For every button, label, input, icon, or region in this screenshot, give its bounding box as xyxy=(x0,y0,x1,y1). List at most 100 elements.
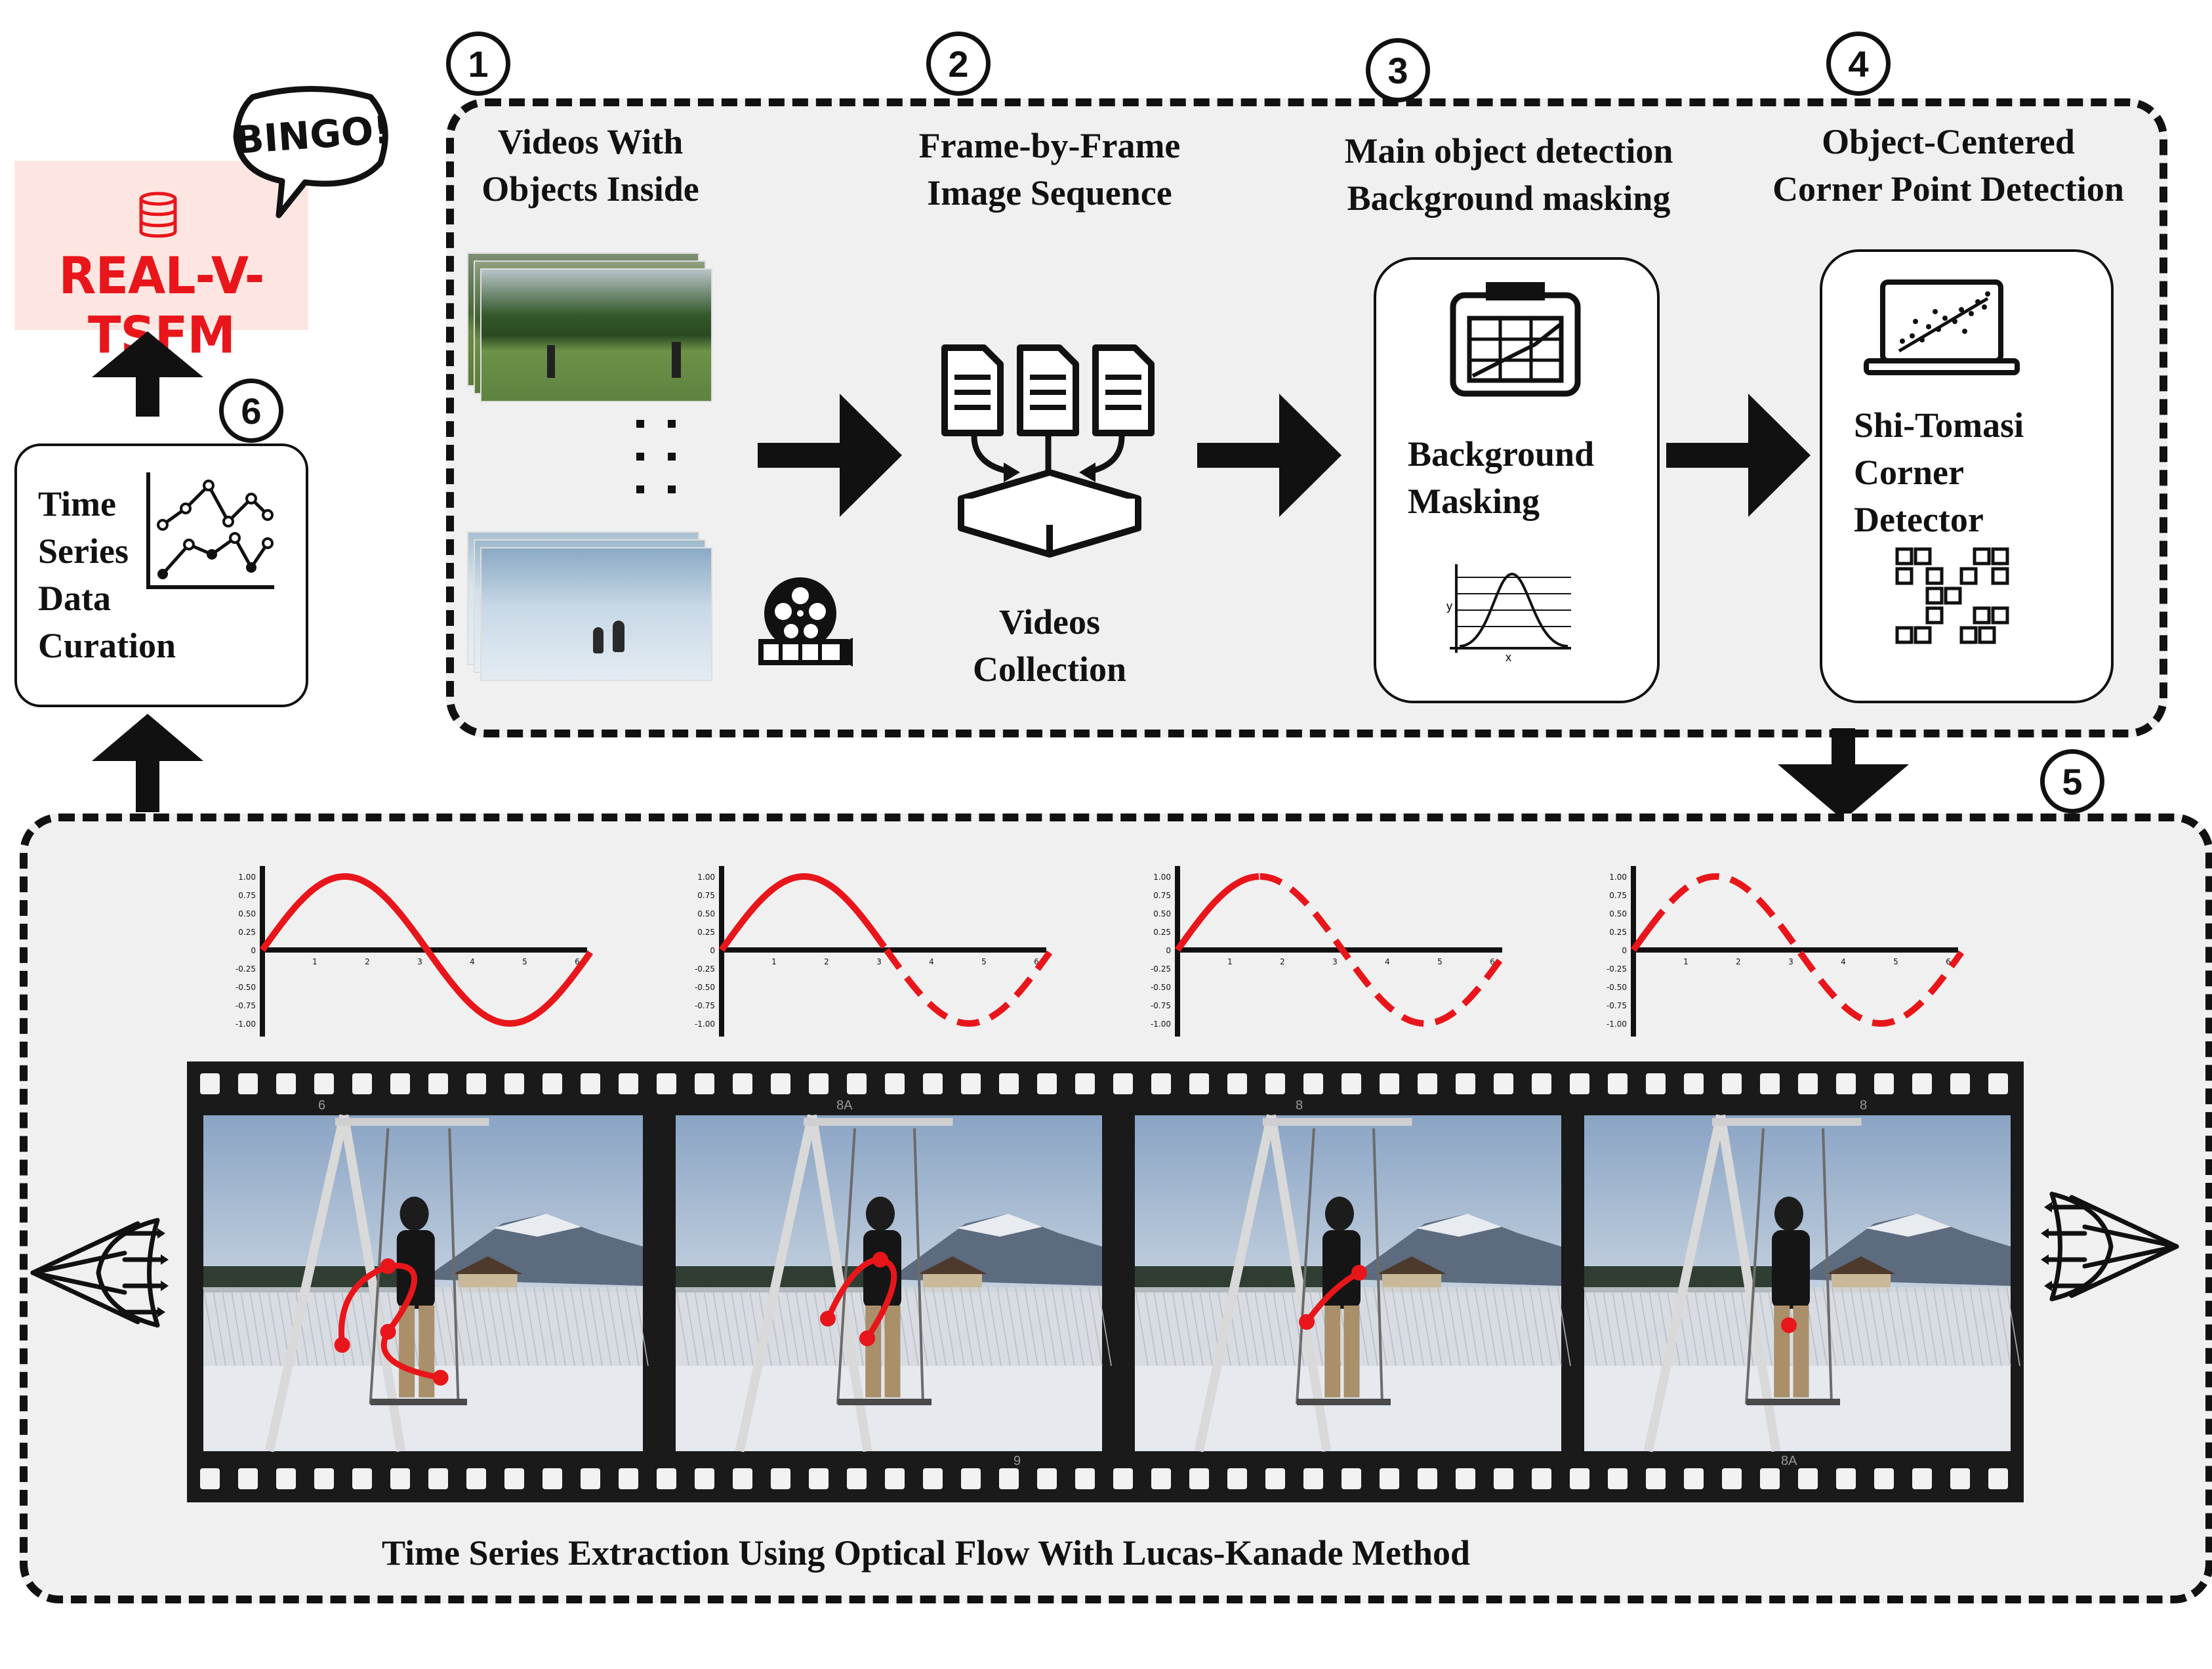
sine-ytick-label: -0.50 xyxy=(1151,983,1171,992)
film-edge-code-2: 8A xyxy=(836,1098,853,1113)
film-sprocket-hole xyxy=(885,1073,905,1094)
film-sprocket-hole xyxy=(1189,1073,1209,1094)
sine-ytick-label: -0.25 xyxy=(236,964,256,974)
sine-ytick-label: -0.50 xyxy=(1607,983,1627,992)
film-sprocket-hole xyxy=(504,1073,524,1094)
sine-ytick-label: 0.50 xyxy=(238,909,256,918)
film-edge-code-1: 6 xyxy=(318,1098,326,1113)
tracked-corner-point xyxy=(1351,1265,1367,1281)
film-sprocket-hole xyxy=(1608,1073,1628,1094)
arrow-6-to-result xyxy=(92,331,203,417)
film-sprocket-hole xyxy=(1646,1073,1666,1094)
film-sprocket-hole xyxy=(1608,1468,1628,1489)
arrow-3-to-4 xyxy=(1666,394,1811,517)
film-sprocket-hole xyxy=(1151,1468,1171,1489)
eye-icon-right xyxy=(2041,1191,2179,1302)
step-3-badge: 3 xyxy=(1366,38,1430,102)
sine-ytick-label: -0.75 xyxy=(1607,1001,1627,1010)
sine-ytick-label: 0.75 xyxy=(1153,891,1171,900)
sine-ytick-label: 0.25 xyxy=(1609,928,1627,937)
film-sprocket-hole xyxy=(1151,1073,1171,1094)
gaussian-plot-icon: y x xyxy=(1446,564,1571,664)
film-sprocket-hole xyxy=(1265,1073,1285,1094)
film-sprocket-hole xyxy=(1303,1073,1323,1094)
film-sprocket-hole xyxy=(961,1468,981,1489)
film-sprocket-hole xyxy=(238,1468,258,1489)
film-sprocket-hole xyxy=(1113,1468,1133,1489)
sine-series-remaining xyxy=(884,947,1053,1027)
film-sprocket-hole xyxy=(390,1468,410,1489)
more-videos-dots xyxy=(636,420,682,505)
sine-xtick-label: 2 xyxy=(1736,957,1741,966)
film-sprocket-hole xyxy=(1684,1468,1704,1489)
film-sprocket-hole xyxy=(1760,1073,1780,1094)
film-sprocket-hole xyxy=(1912,1468,1932,1489)
film-sprocket-hole xyxy=(999,1073,1019,1094)
film-sprocket-hole xyxy=(314,1468,334,1489)
tracked-corner-point xyxy=(380,1324,396,1340)
sine-ytick-label: 0.50 xyxy=(1609,909,1627,918)
film-sprocket-hole xyxy=(1113,1073,1133,1094)
sine-ytick-label: 0 xyxy=(1166,946,1171,955)
film-sprocket-hole xyxy=(200,1073,220,1094)
film-sprocket-hole xyxy=(352,1468,372,1489)
film-sprocket-hole xyxy=(657,1468,676,1489)
tracked-corner-point xyxy=(859,1330,875,1346)
film-edge-code-3: 8 xyxy=(1296,1098,1303,1113)
result-name: REAL-V-TSFM xyxy=(58,246,265,365)
sine-xtick-label: 3 xyxy=(876,957,882,966)
film-sprocket-hole xyxy=(238,1073,258,1094)
film-sprocket-hole xyxy=(1950,1468,1970,1489)
documents-to-box-icon xyxy=(941,344,1155,558)
sine-xtick-label: 1 xyxy=(1683,957,1689,966)
step-4-badge: 4 xyxy=(1826,31,1891,96)
frame-2 xyxy=(675,1114,1112,1453)
tracked-corner-point xyxy=(432,1370,449,1386)
sine-ytick-label: -0.25 xyxy=(1151,964,1171,974)
sine-ytick-label: -1.00 xyxy=(236,1020,256,1029)
film-sprocket-hole xyxy=(1494,1073,1513,1094)
step-2-badge: 2 xyxy=(926,31,991,96)
film-sprockets-top xyxy=(187,1073,2024,1096)
sine-xtick-label: 4 xyxy=(929,957,934,966)
film-sprocket-hole xyxy=(999,1468,1019,1489)
film-edge-code-6: 8 xyxy=(1860,1098,1868,1113)
sine-ytick-label: -1.00 xyxy=(1607,1020,1627,1029)
film-sprocket-hole xyxy=(1303,1468,1323,1489)
camera-grid-icon xyxy=(1450,282,1581,397)
film-sprocket-hole xyxy=(733,1468,752,1489)
sine-ytick-label: 0 xyxy=(251,946,256,955)
film-sprocket-hole xyxy=(1227,1073,1247,1094)
film-sprocket-hole xyxy=(1265,1468,1285,1489)
sine-xtick-label: 6 xyxy=(1034,957,1039,966)
sine-xtick-label: 5 xyxy=(1893,957,1898,966)
sine-xtick-label: 1 xyxy=(1227,957,1233,966)
svg-text:x: x xyxy=(1505,651,1511,664)
eye-icon-left xyxy=(30,1218,169,1328)
film-sprocket-hole xyxy=(847,1073,867,1094)
sine-series-observed xyxy=(1630,926,1652,952)
tracked-corner-point xyxy=(334,1337,350,1353)
sine-ytick-label: -1.00 xyxy=(1151,1020,1171,1029)
film-sprocket-hole xyxy=(390,1073,410,1094)
sine-ytick-label: 0.50 xyxy=(1153,909,1171,918)
film-sprocket-hole xyxy=(1037,1468,1057,1489)
film-sprocket-hole xyxy=(200,1468,220,1489)
sine-xtick-label: 6 xyxy=(1946,957,1951,966)
step-5-badge: 5 xyxy=(2040,749,2104,814)
sine-xtick-label: 4 xyxy=(1385,957,1390,966)
video-stack-snow xyxy=(467,531,716,695)
tracked-corner-point xyxy=(1299,1314,1315,1330)
film-sprocket-hole xyxy=(1874,1073,1894,1094)
film-sprocket-hole xyxy=(657,1073,676,1094)
film-sprocket-hole xyxy=(1189,1468,1209,1489)
sine-xtick-label: 4 xyxy=(470,957,475,966)
film-sprocket-hole xyxy=(961,1073,981,1094)
arrow-2-to-3 xyxy=(1197,394,1342,517)
film-sprocket-hole xyxy=(581,1073,600,1094)
